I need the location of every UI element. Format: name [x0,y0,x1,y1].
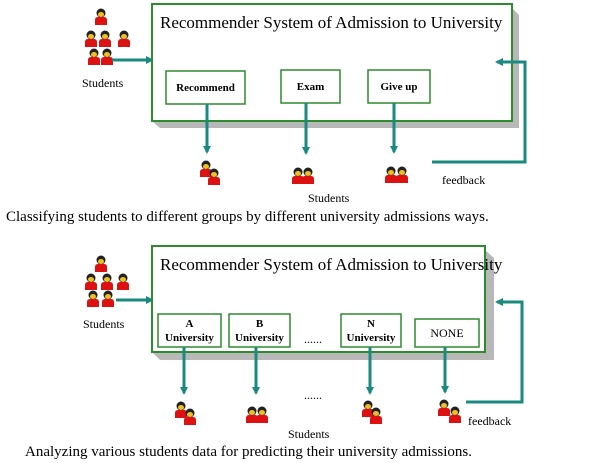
svg-text:N: N [367,318,375,330]
b-university-box: B University [228,313,291,348]
student-icon [438,399,461,423]
student-icon [292,167,314,184]
output-label: Students [288,427,330,441]
recommend-box: Recommend [165,70,246,105]
diagram-1: Students Recommender System of Admission… [6,3,527,225]
svg-text:NONE: NONE [430,326,463,340]
feedback-label: feedback [442,173,485,187]
input-label: Students [83,317,125,331]
feedback-arrow [466,298,524,404]
system-title: Recommender System of Admission to Unive… [160,255,503,274]
svg-text:University: University [165,332,214,344]
caption-2: Analyzing various students data for pred… [25,444,472,460]
student-icon [175,401,196,425]
svg-text:University: University [347,332,396,344]
feedback-label: feedback [468,414,511,428]
student-icon [362,400,382,424]
svg-text:A: A [186,318,194,330]
caption-1: Classifying students to different groups… [6,209,489,225]
n-university-box: N University [340,313,402,348]
student-icon [385,166,408,183]
a-university-box: A University [157,313,222,348]
svg-text:University: University [235,332,284,344]
exam-box: Exam [280,69,341,104]
system-box: Recommender System of Admission to Unive… [151,245,503,360]
ellipsis-outputs: ...... [304,388,322,402]
svg-text:Exam: Exam [297,81,325,93]
system-title: Recommender System of Admission to Unive… [160,13,503,32]
give-up-box: Give up [367,69,431,104]
student-icon [246,406,268,423]
svg-text:Give up: Give up [381,81,418,93]
none-box: NONE [414,318,480,348]
feedback-arrow [432,58,527,164]
ellipsis-buttons: ...... [304,332,322,346]
output-label: Students [308,191,350,205]
students-group-icon [85,8,130,65]
diagram-2: Students Recommender System of Admission… [25,245,524,460]
svg-text:B: B [256,318,264,330]
student-icon [200,160,220,185]
svg-text:Recommend: Recommend [176,82,235,94]
input-label: Students [82,76,124,90]
